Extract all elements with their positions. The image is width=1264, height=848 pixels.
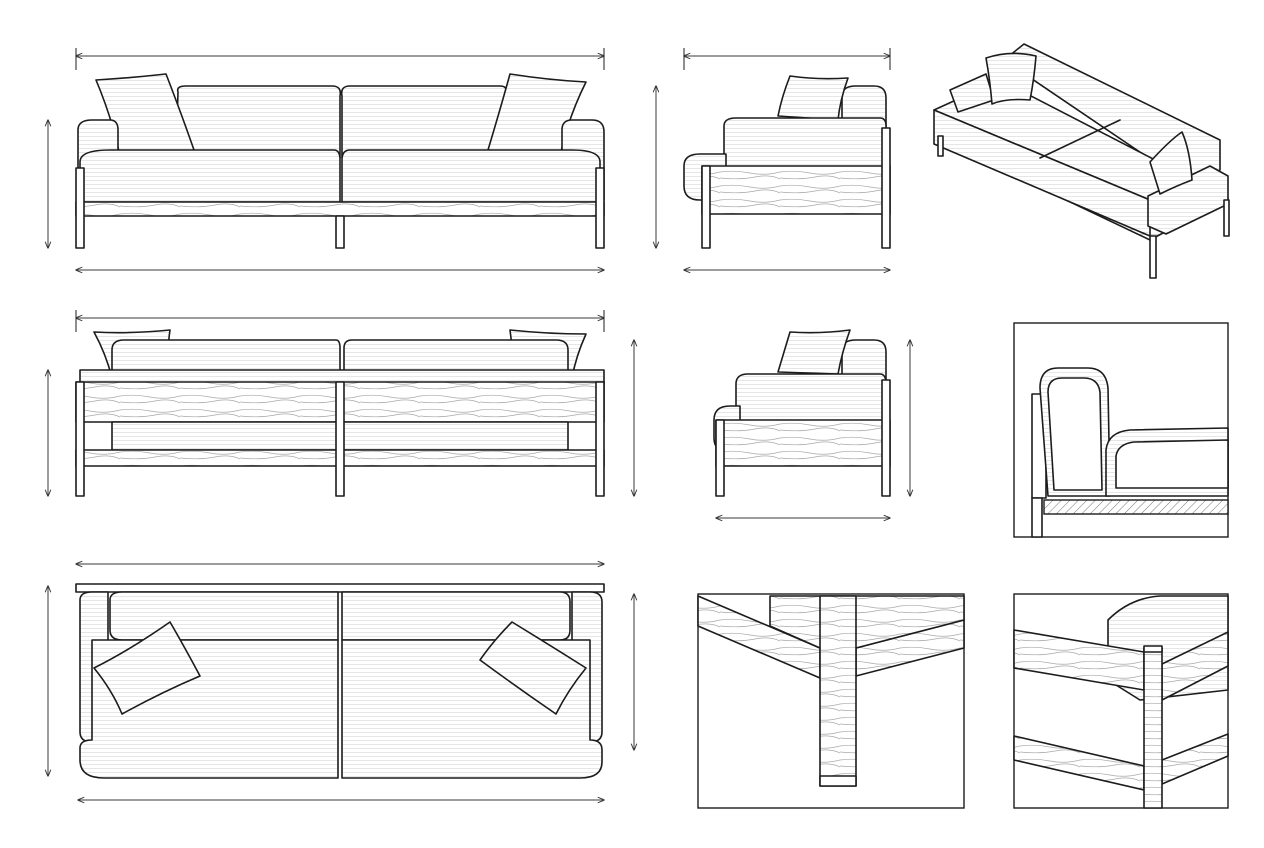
back-leg-right bbox=[595, 381, 605, 497]
leg-detail-post bbox=[819, 595, 857, 787]
side-back-leg-rear bbox=[881, 379, 891, 497]
iso-leg-2 bbox=[1149, 235, 1157, 279]
leg-joint-detail bbox=[697, 593, 965, 809]
iso-leg-1 bbox=[937, 135, 944, 157]
seat-cushion-right bbox=[341, 149, 601, 203]
top-back-cushion-left bbox=[109, 591, 339, 641]
side-back-view bbox=[713, 329, 910, 518]
top-back-rail bbox=[75, 583, 605, 593]
section-seat-cushion-inner bbox=[1115, 439, 1229, 489]
front-rail bbox=[75, 201, 605, 217]
top-view bbox=[48, 564, 634, 800]
back-cushion-left bbox=[175, 85, 342, 159]
cross-section-detail bbox=[1013, 322, 1229, 538]
side-back-panel bbox=[715, 419, 891, 467]
iso-pillow-left bbox=[985, 52, 1037, 105]
side-panel bbox=[701, 165, 891, 215]
leg-side-front bbox=[701, 165, 711, 249]
side-back-pillow bbox=[777, 329, 851, 375]
leg-center bbox=[335, 215, 345, 249]
iso-cushion-split bbox=[1039, 119, 1121, 159]
seat-cushion-left bbox=[79, 149, 341, 203]
back-leg-center bbox=[335, 381, 345, 497]
arm-frame-detail bbox=[1013, 593, 1229, 809]
arm-detail-post bbox=[1143, 647, 1163, 809]
side-back-seat bbox=[735, 373, 887, 423]
section-leg bbox=[1031, 497, 1043, 538]
front-view bbox=[48, 48, 605, 270]
section-frame-rail bbox=[1043, 499, 1229, 515]
top-pillow-right bbox=[479, 621, 587, 715]
top-back-cushion-right bbox=[341, 591, 571, 641]
arm-detail-post-cap bbox=[1143, 645, 1163, 653]
throw-pillow-side bbox=[777, 75, 849, 121]
side-back-leg-front bbox=[715, 419, 725, 497]
seat-cushion-side bbox=[723, 117, 887, 169]
isometric-view bbox=[933, 43, 1230, 279]
leg-front-left bbox=[75, 167, 85, 249]
leg-side-back bbox=[881, 127, 891, 249]
section-back-cushion-inner bbox=[1047, 377, 1103, 491]
iso-leg-3 bbox=[1223, 199, 1230, 237]
leg-front-right bbox=[595, 167, 605, 249]
back-view bbox=[48, 310, 634, 497]
back-leg-left bbox=[75, 381, 85, 497]
top-pillow-left bbox=[93, 621, 201, 715]
back-cushion-right bbox=[340, 85, 508, 159]
side-view bbox=[656, 48, 891, 270]
leg-detail-foot bbox=[819, 775, 857, 787]
iso-pillow-right bbox=[1149, 131, 1193, 195]
